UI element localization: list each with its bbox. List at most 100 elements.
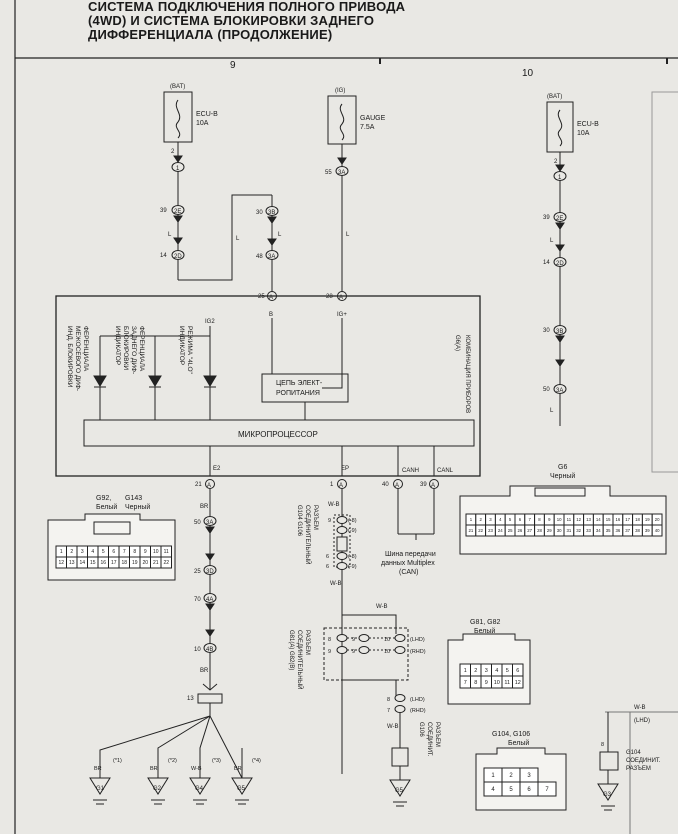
ground-g2: G2 [147,777,169,805]
connector-pin-number: 6 [516,668,519,674]
wire-to-junction [342,614,397,634]
ground-label: G4 [195,786,204,792]
connector-arrow [555,222,565,230]
pin-label: 30 [543,328,550,334]
power-circuit-line1: ЦЕПЬ ЭЛЕКТ- [276,380,323,387]
connector-pin-number: 2 [474,668,477,674]
connector-pin-number: 12 [576,517,581,522]
can-join [398,533,417,540]
connector-pin-number: 20 [142,560,148,566]
connector-pin-number: 21 [469,528,474,533]
junction-name-1a: СОЕДИНИТЕЛЬНЫЙ [304,505,312,564]
led-icon-rear [148,375,162,387]
pin-label: 3A [338,170,345,176]
pin-label: A [339,295,343,301]
connector-arrow [173,155,183,163]
connector-pin-number: 7 [545,787,549,793]
connector-pin-number: 31 [567,528,572,533]
pin-label: 2 [554,159,558,165]
g104-name-a: СОЕДИНИТ. [626,758,661,764]
pin-label: 4A [206,597,213,603]
terminal-circle [393,479,403,489]
pin-label: 21 [195,482,202,488]
connector-pin-number: 1 [464,668,467,674]
pin-label: A [207,483,211,489]
connector-pin-number: 29 [547,528,552,533]
connector-pin-number: 28 [537,528,542,533]
connector-pin-number: 21 [153,560,159,566]
connector-pin-number: 4 [91,549,94,555]
connector-pin-cell [537,781,557,797]
connector-arrow [173,237,183,245]
pin-label: 7 [387,708,390,714]
annotation: (RHD) [410,708,426,714]
connector-arrow [267,238,277,246]
g104-label: G104, G106 [492,731,530,738]
pin-label: 3B [268,210,275,216]
pin-label: 39 [543,215,550,221]
connector-pin-number: 1 [491,773,495,779]
connector-pin-number: 39 [645,528,650,533]
wire-color-label: BR [200,668,209,674]
wire-color-label: L [236,236,240,242]
connector-oval [394,694,406,702]
connector-pin-number: 5 [509,517,512,522]
pin-label: A [395,483,399,489]
wire-color-label: BR [200,504,209,510]
connector-pin-number: 19 [645,517,650,522]
connector-pin-number: 8 [133,549,136,555]
can-line2: данных Multiplex [381,560,435,567]
pin-label: 9 [328,518,331,524]
connector-pin-number: 7 [464,680,467,686]
wire-color-label: W-B [376,604,388,610]
ground-g1: G1 [89,777,111,805]
connector-pin-number: 11 [567,517,572,522]
junction-code-2: G81(A) G82(B) [288,630,294,670]
connector-pin-number: 1 [470,517,473,522]
connector-pin-number: 12 [515,680,521,686]
terminal-name: IG+ [337,312,347,318]
led-icon-center [93,375,107,387]
ind-lo-2: РЕЖИМА "4LO" [186,326,193,374]
connector-pin-number: 6 [112,549,115,555]
annotation: (*4) [252,758,261,764]
pin-label: 1 [176,166,180,172]
combo-code: G6(A) [454,335,460,351]
connector-oval [265,206,279,216]
annotation: (RHD) [410,649,426,655]
connector-pin-number: 10 [153,549,159,555]
pin-label: 39 [420,482,427,488]
pin-label: 2E [174,209,181,215]
junction-block [197,693,223,704]
connector-pin-number: 19 [132,560,138,566]
annotation: (*1) [113,758,122,764]
wire-color-label: BR [234,766,242,772]
title-line-2: (4WD) И СИСТЕМА БЛОКИРОВКИ ЗАДНЕГО [88,13,375,28]
connector-pin-number: 10 [557,517,562,522]
connector-pin-number: 3 [81,549,84,555]
power-circuit-line2: РОПИТАНИЯ [276,390,320,397]
connector-pin-number: 15 [90,560,96,566]
pin-label: 1 [330,482,334,488]
wire-color-label: W-B [387,724,399,730]
pin-label: 9 [352,637,355,643]
fuse-icon [557,109,563,147]
pin-label: 10 [384,649,390,655]
pin-label: 25 [194,569,201,575]
pin-label: 14 [160,253,167,259]
connector-arrow [555,335,565,343]
fuse-rating: 10A [196,120,209,127]
pin-label: 6 [326,564,329,570]
annotation: (-9) [348,564,357,570]
connector-oval [171,250,185,260]
connector-oval [203,516,217,526]
terminal-circle [205,479,215,489]
pin-label: 9 [352,649,355,655]
pin-label: A [339,483,343,489]
connector-pin-number: 37 [625,528,630,533]
connector-pin-number: 6 [519,517,522,522]
connector-pin-number: 30 [557,528,562,533]
connector-pin-number: 22 [478,528,483,533]
